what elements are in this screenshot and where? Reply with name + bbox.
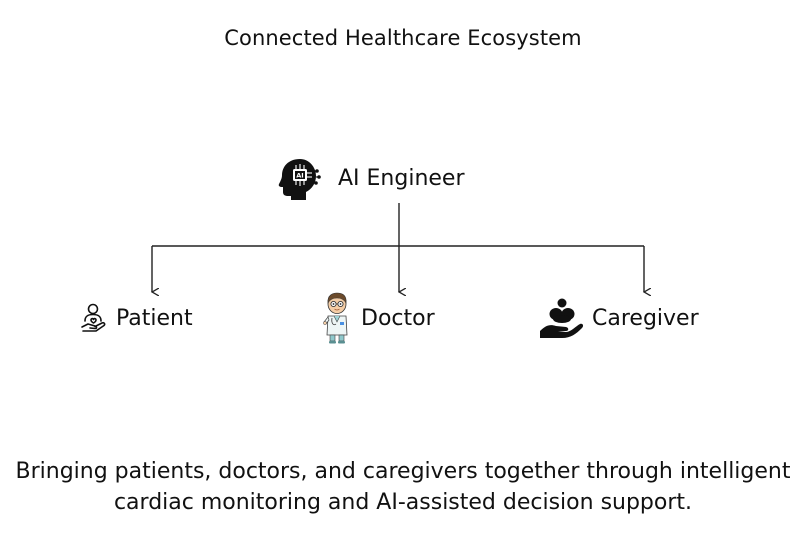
node-caregiver: Caregiver: [538, 297, 699, 339]
node-label-ai-engineer: AI Engineer: [338, 165, 465, 191]
doctor-avatar-icon: [323, 292, 351, 344]
diagram-caption: Bringing patients, doctors, and caregive…: [15, 459, 791, 515]
node-label-patient: Patient: [116, 305, 193, 331]
patient-care-icon: [80, 302, 108, 334]
node-patient: Patient: [80, 302, 193, 334]
node-label-doctor: Doctor: [361, 305, 435, 331]
caregiver-hand-icon: [538, 297, 584, 339]
node-doctor: Doctor: [323, 292, 435, 344]
node-ai-engineer: AI AI Engineer: [278, 156, 465, 200]
ai-head-icon: AI: [278, 156, 322, 200]
node-label-caregiver: Caregiver: [592, 305, 699, 331]
svg-text:AI: AI: [296, 172, 303, 180]
diagram-title: Connected Healthcare Ecosystem: [224, 26, 582, 50]
